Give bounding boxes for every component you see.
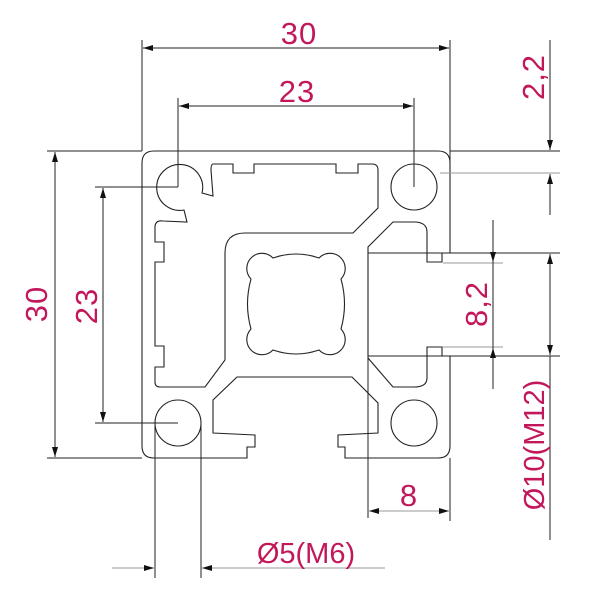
dim-hole-spacing-vertical: 23: [69, 288, 104, 324]
profile-cross-section: [141, 150, 451, 459]
dim-corner-hole: Ø5(M6): [257, 538, 355, 570]
dim-core-hole: Ø10(M12): [519, 380, 551, 511]
corner-hole-bottom-right: [390, 399, 438, 447]
l-shaped-cavity: [154, 163, 379, 388]
dim-slot-edge-offset: 8: [400, 478, 418, 513]
dim-slot-opening: 8,2: [459, 281, 494, 327]
dim-wall-thickness: 2,2: [516, 54, 551, 100]
dim-hole-spacing-horizontal: 23: [279, 74, 315, 109]
dimension-lines: [52, 40, 553, 571]
dim-overall-width: 30: [281, 16, 317, 51]
core-hole: [246, 252, 346, 356]
dim-overall-height: 30: [19, 286, 54, 322]
